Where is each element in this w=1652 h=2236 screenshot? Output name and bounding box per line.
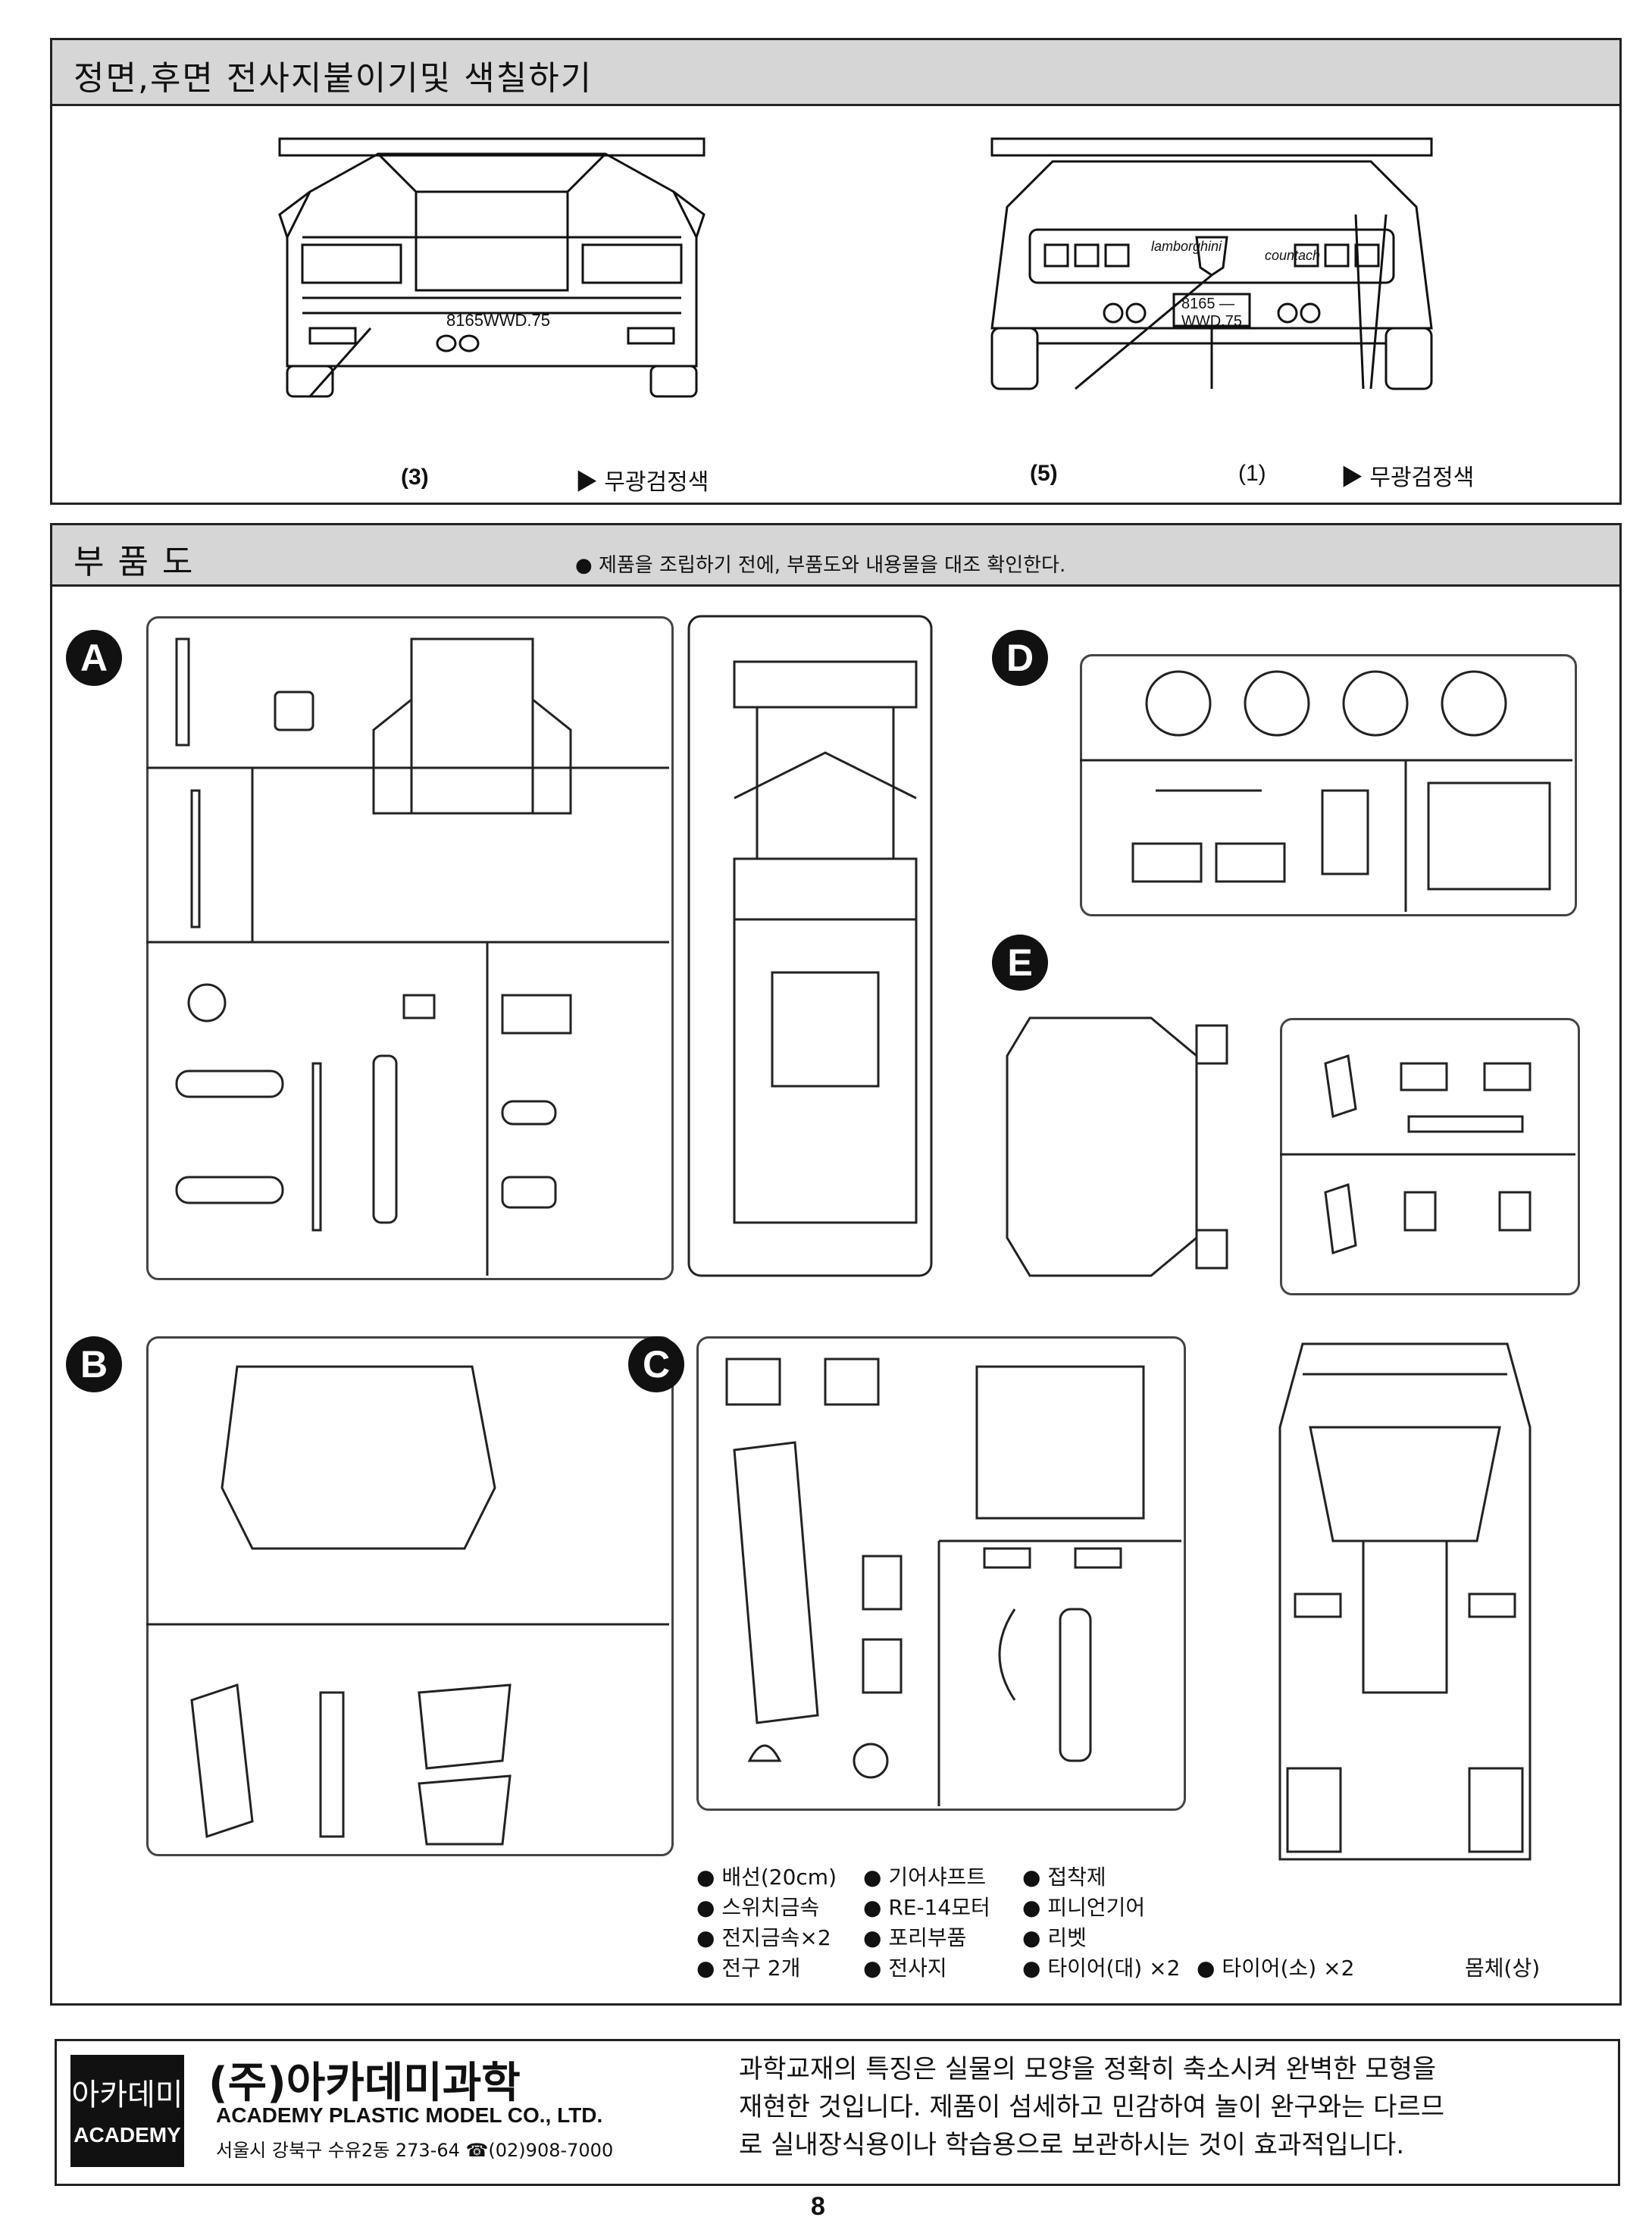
- company-address: 서울시 강북구 수유2동 273-64 ☎(02)908-7000: [216, 2140, 614, 2161]
- sprue-b-badge: B: [66, 1336, 122, 1392]
- contents-col3-item4: ● 타이어(대) ×2: [1022, 1956, 1181, 1981]
- sprue-c-parts: [725, 1358, 1181, 1806]
- rear-brand-right: countach: [1265, 248, 1321, 263]
- footer-note-line3: 로 실내장식용이나 학습용으로 보관하시는 것이 효과적입니다.: [739, 2130, 1405, 2160]
- footer-note: 과학교재의 특징은 실물의 모양을 정확히 축소시켜 완벽한 모형을 재현한 것…: [739, 2050, 1444, 2164]
- callout-1: (1): [1238, 461, 1266, 486]
- company-name-kr: (주)아카데미과학: [208, 2059, 521, 2108]
- sprue-c-badge: C: [628, 1336, 684, 1392]
- front-plate-label: 8165WWD.75: [446, 311, 550, 330]
- decal-section-title: 정면,후면 전사지붙이기및 색칠하기: [74, 59, 593, 98]
- sprue-d-badge: D: [992, 630, 1048, 686]
- footer-note-line1: 과학교재의 특징은 실물의 모양을 정확히 축소시켜 완벽한 모형을: [739, 2054, 1437, 2084]
- logo-en: ACADEMY: [74, 2123, 181, 2147]
- sprue-e-body: [1006, 1016, 1228, 1277]
- contents-col2-item2: ● RE-14모터: [863, 1895, 990, 1920]
- matte-black-label-1: ▶ 무광검정색: [575, 470, 709, 495]
- parts-section: 부 품 도 ● 제품을 조립하기 전에, 부품도와 내용물을 대조 확인한다. …: [50, 523, 1622, 2006]
- parts-section-note: ● 제품을 조립하기 전에, 부품도와 내용물을 대조 확인한다.: [575, 554, 1066, 577]
- matte-black-label-2: ▶ 무광검정색: [1341, 465, 1475, 490]
- body-top-view: [1278, 1342, 1532, 1861]
- decal-section: 정면,후면 전사지붙이기및 색칠하기 8165WWD.75 (3) ▶ 무광검정…: [50, 38, 1622, 505]
- rear-plate-line2: WWD.75: [1181, 313, 1242, 330]
- rear-view-drawing: [990, 137, 1433, 390]
- sprue-a-parts: [146, 637, 669, 1276]
- contents-col2-item4: ● 전사지: [863, 1956, 947, 1981]
- sprue-e-frame: [1280, 1018, 1580, 1295]
- contents-col1-item4: ● 전구 2개: [696, 1956, 801, 1981]
- sprue-e-parts: [1280, 1054, 1575, 1255]
- sprue-e-badge: E: [992, 935, 1048, 991]
- parts-section-header: 부 품 도 ● 제품을 조립하기 전에, 부품도와 내용물을 대조 확인한다.: [52, 525, 1619, 587]
- company-footer: 아카데미 ACADEMY (주)아카데미과학 ACADEMY PLASTIC M…: [55, 2039, 1620, 2186]
- body-label: 몸체(상): [1465, 1956, 1541, 1981]
- sprue-a-badge: A: [66, 630, 122, 686]
- page-number: 8: [811, 2192, 825, 2221]
- contents-col2-item1: ● 기어샤프트: [863, 1865, 987, 1890]
- sprue-b-frame: [146, 1336, 674, 1856]
- company-name-en: ACADEMY PLASTIC MODEL CO., LTD.: [216, 2103, 603, 2127]
- footer-note-line2: 재현한 것입니다. 제품이 섬세하고 민감하여 놀이 완구와는 다르므: [739, 2092, 1445, 2122]
- contents-col3-item3: ● 리벳: [1022, 1925, 1087, 1950]
- contents-extra-item: ● 타이어(소) ×2: [1197, 1956, 1355, 1981]
- sprue-c-frame: [696, 1336, 1186, 1811]
- academy-logo: 아카데미 ACADEMY: [70, 2055, 184, 2167]
- contents-col1-item1: ● 배선(20cm): [696, 1865, 837, 1890]
- rear-plate-line1: 8165 —: [1181, 296, 1235, 312]
- sprue-a-frame: [146, 616, 674, 1280]
- contents-col1-item3: ● 전지금속×2: [696, 1925, 831, 1950]
- chassis-sprue: [687, 615, 933, 1277]
- callout-3: (3): [401, 465, 429, 490]
- callout-5: (5): [1030, 461, 1058, 486]
- sprue-d-frame: [1080, 654, 1577, 916]
- contents-col1-item2: ● 스위치금속: [696, 1895, 820, 1920]
- rear-brand-left: lamborghini: [1151, 239, 1222, 254]
- sprue-b-parts: [146, 1365, 669, 1846]
- sprue-d-parts: [1080, 670, 1572, 912]
- contents-col3-item1: ● 접착제: [1022, 1865, 1106, 1890]
- logo-kr: 아카데미: [71, 2078, 183, 2112]
- contents-col2-item3: ● 포리부품: [863, 1925, 967, 1950]
- parts-section-title: 부 품 도: [74, 543, 195, 581]
- decal-section-header: 정면,후면 전사지붙이기및 색칠하기: [52, 40, 1619, 106]
- front-view-drawing: [278, 137, 706, 398]
- contents-col3-item2: ● 피니언기어: [1022, 1895, 1146, 1920]
